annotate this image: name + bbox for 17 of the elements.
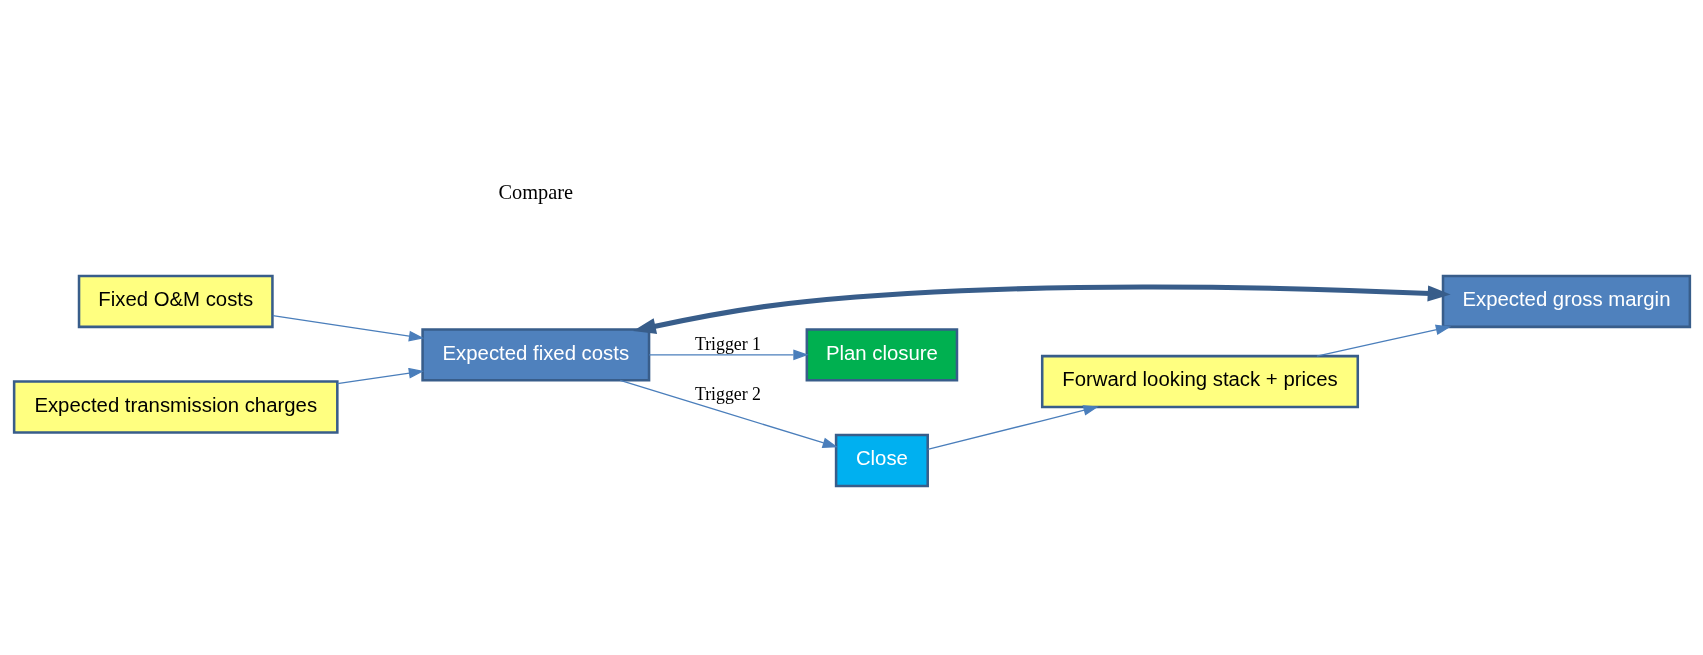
arrow (647, 349, 809, 361)
node-box: Plan closure (805, 328, 958, 382)
arrow (926, 405, 1099, 450)
node-box: Fixed O&M costs (77, 274, 274, 329)
arrow (619, 379, 838, 448)
node-box: Expected gross margin (1441, 274, 1691, 329)
node-box: Close (834, 433, 929, 488)
node-box: Expected transmission charges (12, 380, 339, 434)
edge-label: Trigger 2 (694, 383, 761, 404)
arrow (336, 367, 424, 385)
arrow (1315, 324, 1451, 357)
node-box: Forward looking stack + prices (1040, 354, 1359, 409)
arrow (271, 315, 424, 342)
arrow (632, 284, 1451, 334)
label: Compare (498, 181, 573, 204)
node-box: Expected fixed costs (420, 328, 650, 382)
edge-label: Trigger 1 (694, 334, 761, 355)
